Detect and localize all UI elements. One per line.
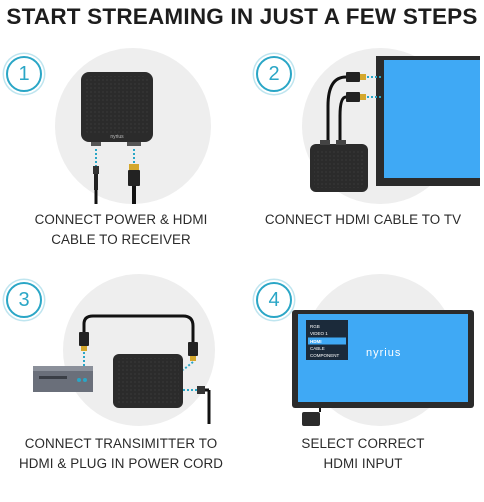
step-3: 3 CONNECT TRANSIMITTER TO HDMI & PLUG IN… xyxy=(0,272,242,502)
step-number-badge: 2 xyxy=(256,56,292,92)
step-caption: CONNECT TRANSIMITTER TO HDMI & PLUG IN P… xyxy=(18,436,224,471)
step-caption: CONNECT HDMI CABLE TO TV xyxy=(264,212,462,227)
transmitter-illustration xyxy=(33,274,215,426)
tv-menu-item: VIDEO 1 xyxy=(310,331,328,336)
tv-input-illustration: RGB VIDEO 1 HDMI CABLE COMPONENT nyrius xyxy=(292,274,474,426)
receiver-illustration: nyrius xyxy=(55,48,211,204)
step-number-badge: 4 xyxy=(256,282,292,318)
tv-menu-item: CABLE xyxy=(310,346,325,351)
step-2: 2 CONNECT HDMI CABLE TO TV xyxy=(242,40,484,270)
tv-menu-item: RGB xyxy=(310,324,320,329)
step-number-badge: 3 xyxy=(6,282,42,318)
step-number-badge: 1 xyxy=(6,56,42,92)
tv-connection-illustration xyxy=(302,48,480,204)
brand-label: nyrius xyxy=(110,134,124,140)
step-1: 1 nyrius CONNECT POWER & HDMI CABLE TO R… xyxy=(0,40,242,270)
tv-brand-logo: nyrius xyxy=(366,347,401,359)
page-title: START STREAMING IN JUST A FEW STEPS xyxy=(6,4,478,29)
tv-menu-item: COMPONENT xyxy=(310,353,340,358)
step-4: 4 RGB VIDEO 1 HDMI CABLE COMPONENT nyriu… xyxy=(242,272,484,502)
step-caption: CONNECT POWER & HDMI CABLE TO RECEIVER xyxy=(34,212,208,247)
step-caption: SELECT CORRECT HDMI INPUT xyxy=(301,436,425,471)
tv-menu-item-selected: HDMI xyxy=(310,339,322,344)
